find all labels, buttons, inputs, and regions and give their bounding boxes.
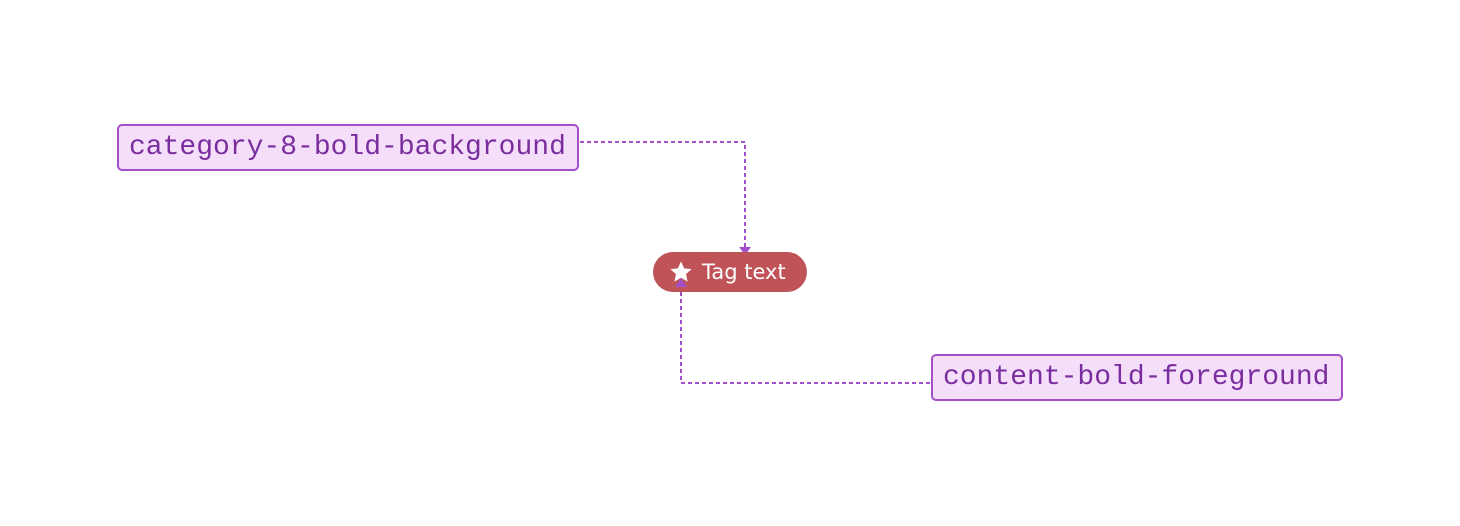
connector-background — [580, 141, 751, 255]
tag: Tag text — [653, 252, 807, 292]
connector-foreground — [680, 290, 930, 384]
token-label-foreground: content-bold-foreground — [931, 354, 1343, 401]
tag-text: Tag text — [702, 260, 786, 284]
star-icon — [670, 261, 692, 282]
token-label-background: category-8-bold-background — [117, 124, 579, 171]
